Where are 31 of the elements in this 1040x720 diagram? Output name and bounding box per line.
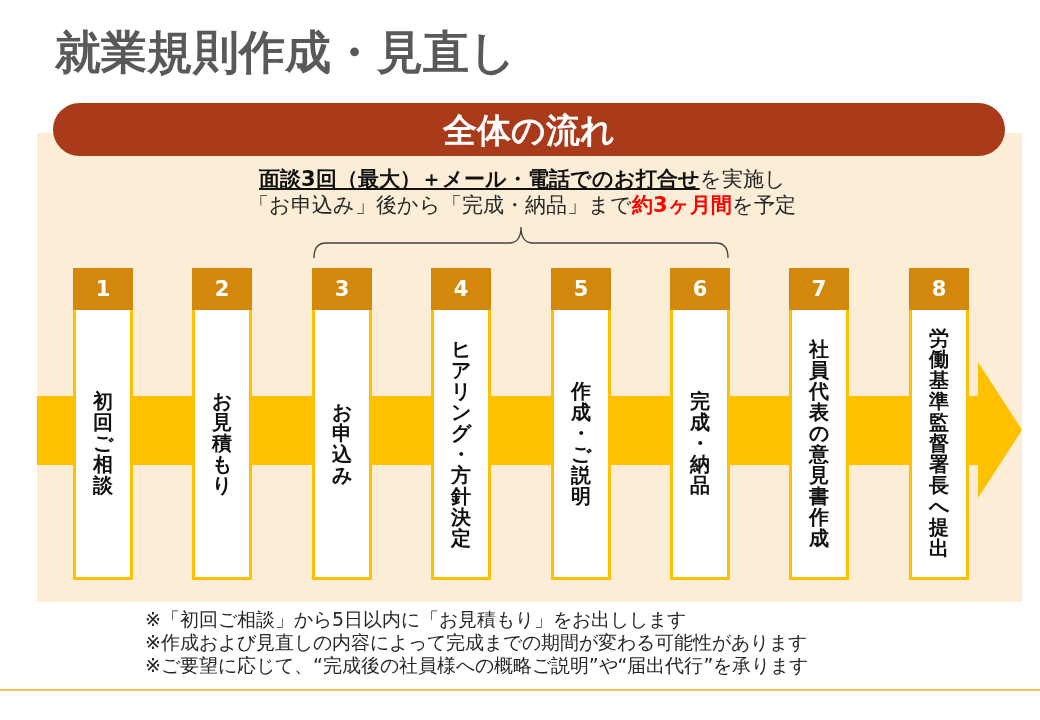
step-number: 3: [312, 268, 372, 310]
step-card: [192, 268, 252, 580]
description-text: 「お申込み」後から「完成・納品」まで約3ヶ月間を予定: [248, 192, 796, 218]
step-number: 2: [192, 268, 252, 310]
step-number: 5: [551, 268, 611, 310]
step-label: 初回ご相談: [93, 391, 113, 496]
step-card: [551, 268, 611, 580]
step-label: 労働基準監督署長へ提出: [929, 328, 949, 559]
step-card: [789, 268, 849, 580]
step-label: 作成・ご説明: [571, 380, 591, 507]
step-label: お申込み: [332, 401, 352, 486]
page-title: 就業規則作成・見直し: [55, 24, 516, 81]
step-card: [312, 268, 372, 580]
step-number: 7: [789, 268, 849, 310]
step-card: [909, 268, 969, 580]
note-text: ※ご要望に応じて、“完成後の社員様への概略ご説明”や“届出代行”を承ります: [145, 654, 809, 677]
step-card: [73, 268, 133, 580]
step-card: [670, 268, 730, 580]
step-card: [431, 268, 491, 580]
step-number: 8: [909, 268, 969, 310]
note-text: ※作成および見直しの内容によって完成までの期間が変わる可能性があります: [145, 631, 807, 654]
step-number: 4: [431, 268, 491, 310]
step-label: 完成・納品: [690, 391, 710, 496]
step-number: 1: [73, 268, 133, 310]
note-text: ※「初回ご相談」から5日以内に「お見積もり」をお出しします: [145, 608, 686, 631]
step-number: 6: [670, 268, 730, 310]
heading-banner: 全体の流れ: [53, 103, 1005, 156]
step-label: お見積もり: [212, 391, 232, 496]
step-label: ヒアリング・方針決定: [451, 338, 471, 549]
description-text: 面談3回（最大）＋メール・電話でのお打合せを実施し: [259, 166, 786, 192]
step-label: 社員代表の意見書作成: [809, 338, 829, 549]
